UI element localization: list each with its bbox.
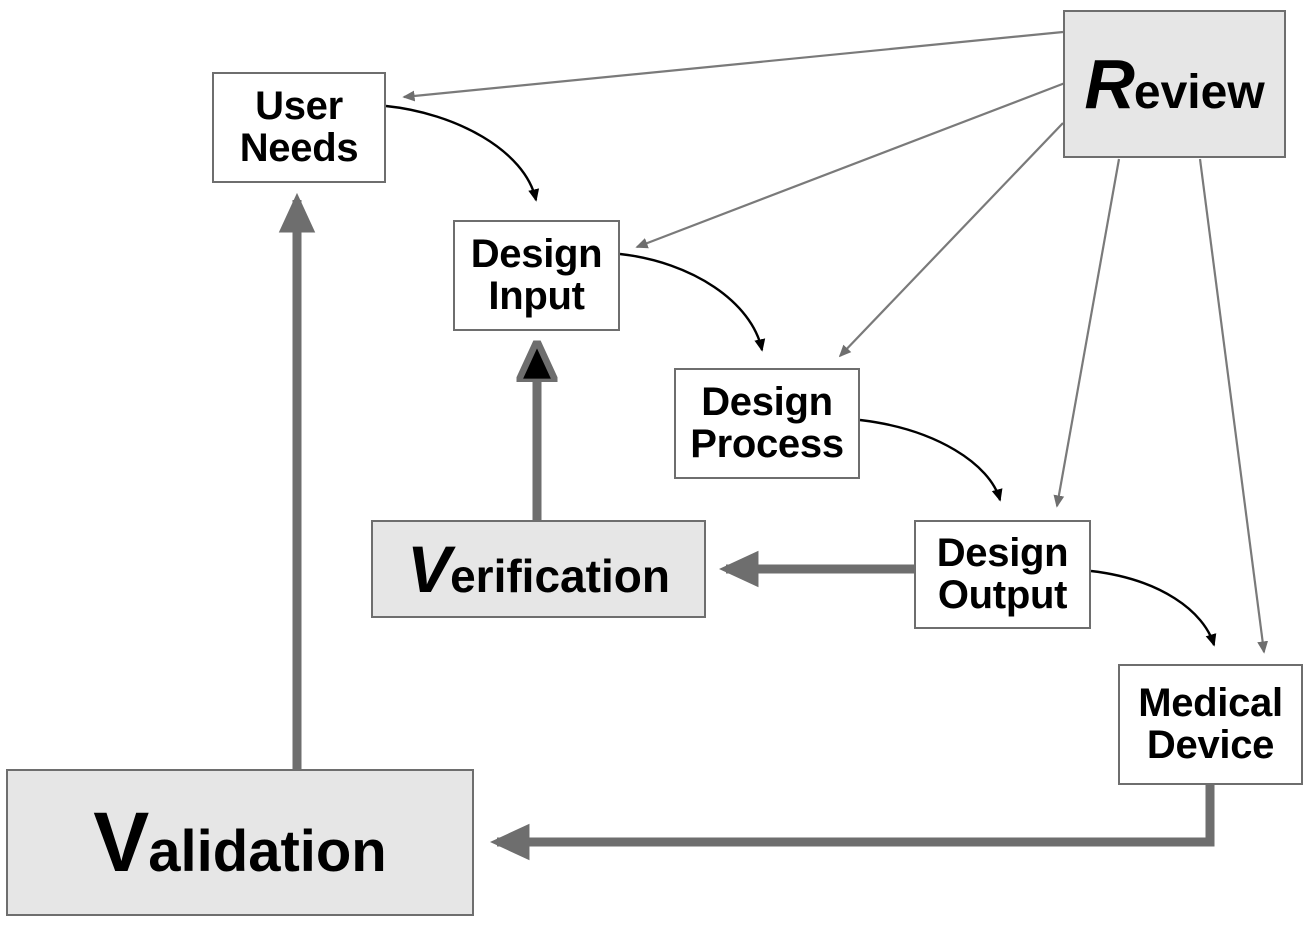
edge-review-to-design-input xyxy=(635,81,1066,249)
node-medical-device-label: Medical Device xyxy=(1138,680,1283,767)
edge-review-to-medical-device xyxy=(1198,158,1269,654)
node-review-rest: eview xyxy=(1133,65,1265,119)
edge-design-input-to-design-process xyxy=(619,252,766,352)
node-validation-rest: alidation xyxy=(148,818,387,884)
node-validation[interactable]: Validation xyxy=(6,769,474,916)
edge-review-to-design-output xyxy=(1053,158,1121,508)
edge-design-process-to-design-output xyxy=(859,418,1003,502)
node-medical-device[interactable]: Medical Device xyxy=(1118,664,1303,785)
node-review-dropcap: R xyxy=(1084,44,1135,123)
review-fan-lines xyxy=(402,30,1269,654)
node-validation-dropcap: V xyxy=(93,794,149,889)
edge-design-output-to-medical-device xyxy=(1090,569,1217,647)
edge-review-to-design-process xyxy=(838,122,1064,358)
node-user-needs-label: User Needs xyxy=(239,83,359,170)
edge-user-needs-to-design-input xyxy=(385,104,540,202)
node-design-input-label: Design Input xyxy=(470,231,603,318)
node-design-output-label: Design Output xyxy=(936,530,1069,617)
node-verification-label: Verification xyxy=(407,531,670,606)
node-verification-rest: erification xyxy=(450,549,670,602)
node-validation-label: Validation xyxy=(93,798,387,886)
node-design-process[interactable]: Design Process xyxy=(674,368,860,479)
node-verification[interactable]: Verification xyxy=(371,520,706,618)
edge-medical-device-to-validation xyxy=(489,785,1215,861)
node-review[interactable]: Review xyxy=(1063,10,1286,158)
node-design-process-label: Design Process xyxy=(690,379,844,466)
node-user-needs[interactable]: User Needs xyxy=(212,72,386,183)
node-design-input[interactable]: Design Input xyxy=(453,220,620,331)
node-verification-dropcap: V xyxy=(407,531,451,606)
edge-review-to-user-needs xyxy=(402,30,1064,102)
node-design-output[interactable]: Design Output xyxy=(914,520,1091,629)
node-review-label: Review xyxy=(1084,44,1265,123)
vv-loops xyxy=(278,192,1215,861)
waterfall-curves xyxy=(385,104,1217,647)
